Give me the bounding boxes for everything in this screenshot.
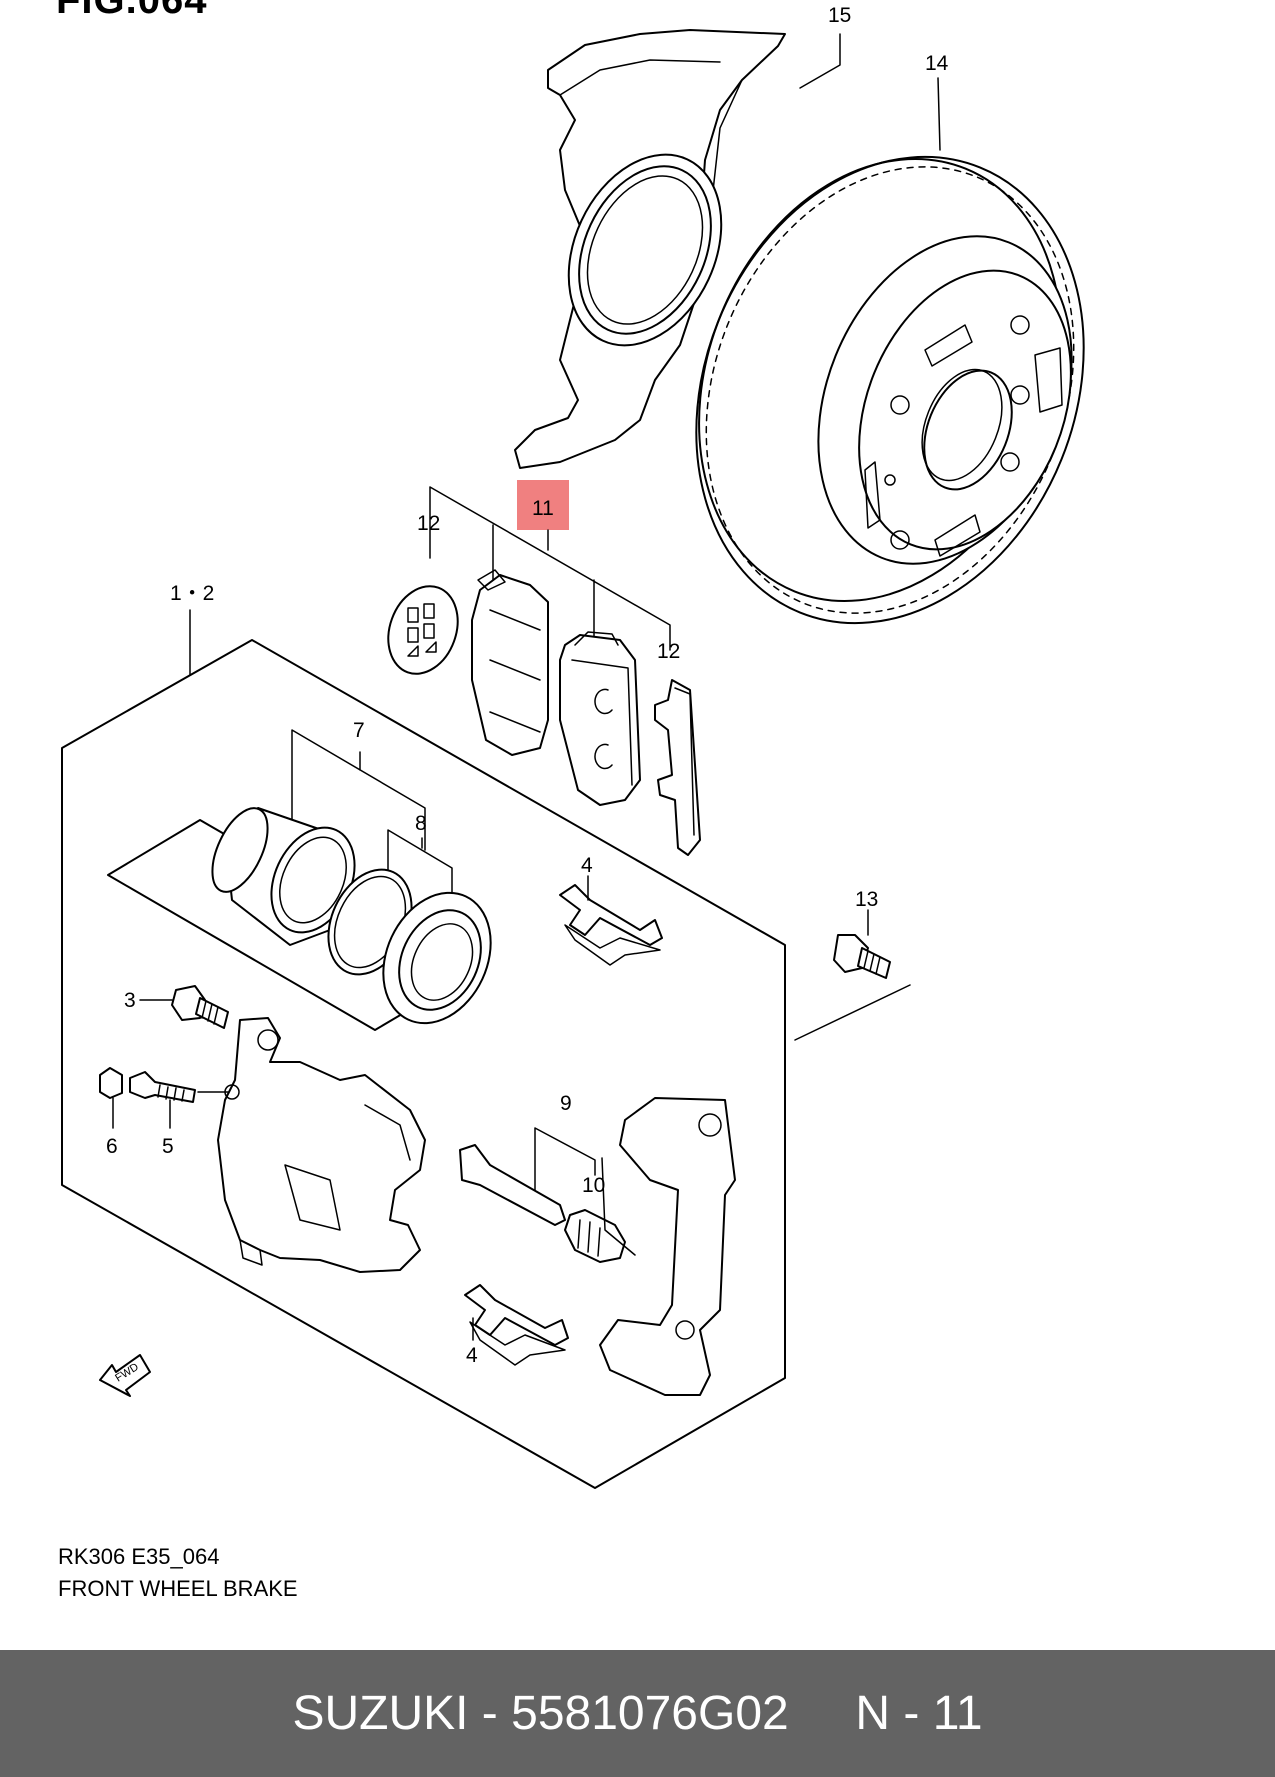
callout-6: 6 — [106, 1135, 118, 1158]
leader-13 — [794, 909, 911, 1041]
pad-shim-part-12-upper — [387, 585, 459, 675]
footer-bar: SUZUKI - 5581076G02 N - 11 — [0, 1650, 1275, 1777]
bracket-8 — [387, 829, 453, 901]
brake-disc-part-14 — [695, 155, 1085, 625]
figure-code: RK306 E35_064 — [58, 1544, 220, 1569]
bleeder-cap-part-6 — [99, 1067, 123, 1099]
bolt-part-13 — [833, 934, 891, 979]
callout-12-upper: 12 — [417, 512, 440, 535]
pin-boot-part-10 — [564, 1209, 626, 1263]
callout-4-lower: 4 — [466, 1344, 478, 1367]
figure-number: FIG.064 — [56, 0, 208, 22]
leader-14 — [937, 77, 941, 151]
callout-8: 8 — [415, 812, 427, 835]
brake-exploded-diagram: 15 14 11 12 12 1・2 7 8 — [61, 4, 1085, 1489]
callout-10: 10 — [582, 1174, 605, 1197]
pad-clip-part-4-lower — [464, 1284, 569, 1366]
assembly-frame-1-2 — [61, 639, 786, 1489]
brake-pad-part-11-inner — [471, 569, 549, 756]
caliper-support-bracket — [599, 1097, 736, 1396]
brake-pad-part-11-outer — [559, 631, 641, 806]
slide-pin-part-9 — [459, 1144, 566, 1226]
bracket-7 — [291, 729, 426, 851]
piston-part-7 — [211, 807, 356, 946]
callout-13: 13 — [855, 888, 878, 911]
footer-part-number: SUZUKI - 5581076G02 N - 11 — [292, 1687, 983, 1740]
callout-4-upper: 4 — [581, 854, 593, 877]
callout-15: 15 — [828, 4, 851, 27]
leader-15 — [799, 33, 841, 89]
callout-7: 7 — [353, 719, 365, 742]
caliper-body — [217, 1017, 426, 1273]
callout-9: 9 — [560, 1092, 572, 1115]
callout-5: 5 — [162, 1135, 174, 1158]
figure-title: FRONT WHEEL BRAKE — [58, 1576, 298, 1601]
callout-3: 3 — [124, 989, 136, 1012]
pad-shim-part-12-lower — [654, 679, 701, 856]
bolt-part-3 — [171, 985, 229, 1029]
fwd-arrow-icon: FWD — [99, 1354, 151, 1397]
pad-clip-part-4-upper — [559, 884, 663, 966]
pad-group-bracket — [429, 486, 671, 651]
dust-boot-part-8 — [382, 891, 492, 1025]
callout-1-2: 1・2 — [170, 582, 214, 605]
dust-shield-part-15 — [514, 29, 786, 469]
highlight-box-11 — [517, 480, 569, 530]
callout-14: 14 — [925, 52, 949, 75]
bleeder-screw-part-5 — [129, 1071, 196, 1103]
callout-12-lower: 12 — [657, 640, 680, 663]
callout-11: 11 — [532, 497, 554, 520]
